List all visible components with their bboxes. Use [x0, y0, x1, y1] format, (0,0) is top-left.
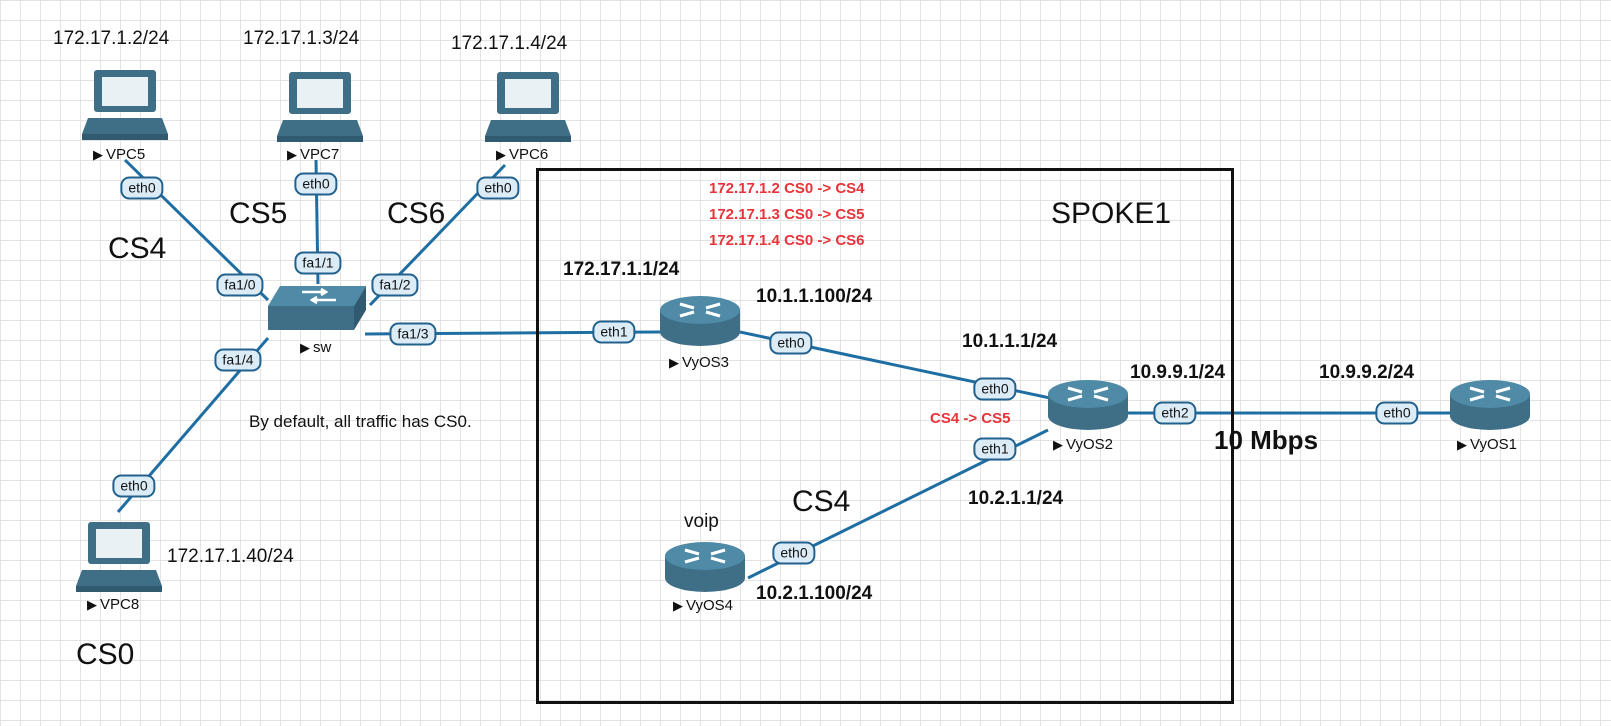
- ip-label-vyos1-eth0: 10.9.9.2/24: [1319, 362, 1415, 383]
- ip-label-vyos4-eth0: 10.2.1.100/24: [756, 583, 873, 604]
- marking-rule-3: 172.17.1.4 CS0 -> CS6: [709, 232, 865, 249]
- pc-icon-vpc5[interactable]: [80, 68, 170, 144]
- play-icon: ▶: [300, 340, 310, 355]
- router-icon-vyos1[interactable]: [1448, 378, 1532, 432]
- router-icon-vyos2[interactable]: [1046, 378, 1130, 432]
- port-vyos2-eth2[interactable]: eth2: [1153, 401, 1197, 425]
- port-vyos2-eth0[interactable]: eth0: [973, 377, 1017, 401]
- ip-label-vpc6: 172.17.1.4/24: [451, 33, 568, 54]
- ip-label-vyos2-eth2: 10.9.9.1/24: [1130, 362, 1226, 383]
- port-vyos4-eth0[interactable]: eth0: [772, 541, 816, 565]
- node-name: VyOS2: [1066, 436, 1113, 453]
- marking-rule-1: 172.17.1.2 CS0 -> CS4: [709, 180, 865, 197]
- class-label-vpc8-link: CS0: [76, 638, 135, 671]
- node-label-vpc7: ▶VPC7: [287, 146, 339, 163]
- node-label-vyos2: ▶VyOS2: [1053, 436, 1113, 453]
- node-name: VyOS4: [686, 597, 733, 614]
- port-sw-fa14[interactable]: fa1/4: [214, 348, 262, 372]
- switch-icon[interactable]: [266, 284, 368, 336]
- port-vpc7-eth0[interactable]: eth0: [294, 172, 338, 196]
- class-label-vpc7-link: CS5: [229, 197, 288, 230]
- ip-label-vpc8: 172.17.1.40/24: [167, 546, 294, 567]
- node-label-vyos1: ▶VyOS1: [1457, 436, 1517, 453]
- node-name: sw: [313, 339, 332, 356]
- pc-icon-vpc6[interactable]: [483, 70, 573, 146]
- port-vyos3-eth0[interactable]: eth0: [769, 331, 813, 355]
- node-name: VPC8: [100, 596, 140, 613]
- port-vpc5-eth0[interactable]: eth0: [120, 176, 164, 200]
- port-sw-fa11[interactable]: fa1/1: [294, 251, 342, 275]
- play-icon: ▶: [87, 597, 97, 612]
- play-icon: ▶: [1457, 437, 1467, 452]
- port-vyos2-eth1[interactable]: eth1: [973, 437, 1017, 461]
- play-icon: ▶: [1053, 437, 1063, 452]
- node-label-vyos4: ▶VyOS4: [673, 597, 733, 614]
- pc-icon-vpc8[interactable]: [74, 520, 164, 596]
- router-icon-vyos4[interactable]: [663, 540, 747, 594]
- ip-label-vpc5: 172.17.1.2/24: [53, 28, 170, 49]
- box-title: SPOKE1: [1051, 197, 1172, 230]
- port-vpc8-eth0[interactable]: eth0: [112, 474, 156, 498]
- play-icon: ▶: [287, 147, 297, 162]
- ip-label-vyos3-eth1: 172.17.1.1/24: [563, 259, 680, 280]
- node-name: VyOS1: [1470, 436, 1517, 453]
- node-label-vyos3: ▶VyOS3: [669, 354, 729, 371]
- node-name: VPC7: [300, 146, 340, 163]
- play-icon: ▶: [669, 355, 679, 370]
- play-icon: ▶: [93, 147, 103, 162]
- marking-rule-vyos2: CS4 -> CS5: [930, 410, 1011, 427]
- ip-label-vpc7: 172.17.1.3/24: [243, 28, 360, 49]
- play-icon: ▶: [673, 598, 683, 613]
- class-label-vpc6-link: CS6: [387, 197, 446, 230]
- node-name: VPC6: [509, 146, 549, 163]
- port-vyos1-eth0[interactable]: eth0: [1375, 401, 1419, 425]
- node-label-vpc5: ▶VPC5: [93, 146, 145, 163]
- node-label-vpc8: ▶VPC8: [87, 596, 139, 613]
- spoke1-boundary: [536, 168, 1234, 704]
- pc-icon-vpc7[interactable]: [275, 70, 365, 146]
- port-vpc6-eth0[interactable]: eth0: [476, 176, 520, 200]
- port-sw-fa13[interactable]: fa1/3: [389, 322, 437, 346]
- port-sw-fa10[interactable]: fa1/0: [216, 273, 264, 297]
- node-name: VPC5: [106, 146, 146, 163]
- ip-label-vyos2-eth0: 10.1.1.1/24: [962, 331, 1058, 352]
- port-sw-fa12[interactable]: fa1/2: [371, 273, 419, 297]
- bandwidth-label: 10 Mbps: [1214, 425, 1319, 455]
- node-name: VyOS3: [682, 354, 729, 371]
- ip-label-vyos3-eth0: 10.1.1.100/24: [756, 286, 873, 307]
- marking-rule-2: 172.17.1.3 CS0 -> CS5: [709, 206, 865, 223]
- node-label-sw: ▶sw: [300, 339, 331, 356]
- class-label-voip-link: CS4: [792, 485, 851, 518]
- default-note: By default, all traffic has CS0.: [249, 412, 472, 431]
- router-icon-vyos3[interactable]: [658, 294, 742, 348]
- node-label-vpc6: ▶VPC6: [496, 146, 548, 163]
- voip-label: voip: [684, 511, 719, 532]
- class-label-vpc5-link: CS4: [108, 232, 167, 265]
- port-vyos3-eth1[interactable]: eth1: [592, 320, 636, 344]
- play-icon: ▶: [496, 147, 506, 162]
- ip-label-vyos2-eth1: 10.2.1.1/24: [968, 488, 1064, 509]
